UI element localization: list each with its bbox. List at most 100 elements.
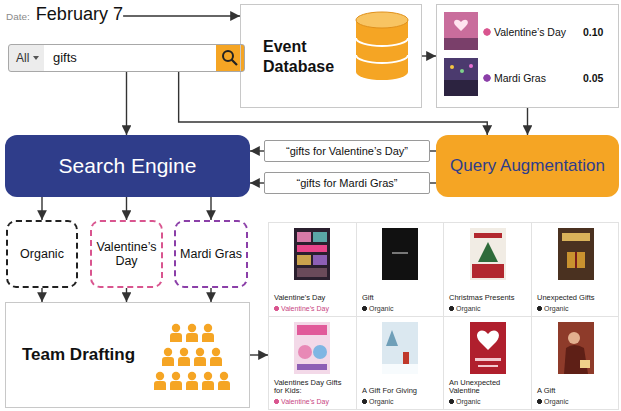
- result-title: An Unexpected Valentine: [449, 379, 527, 396]
- cover-ground: [470, 322, 506, 374]
- stream-name: Valentine’s Day: [95, 240, 158, 268]
- cover-ground: [294, 322, 330, 374]
- search-bar: All gifts: [8, 44, 245, 72]
- book-cover: [382, 322, 418, 374]
- cover-figure: [403, 352, 409, 364]
- result-card: GiftOrganic: [357, 223, 444, 317]
- cover-title-mark: [392, 252, 408, 254]
- cover-gift-box: [567, 252, 585, 268]
- result-title: Valentines Day Gifts for Kids:: [274, 379, 352, 396]
- flow-arrow: [527, 108, 528, 135]
- result-card: A Gift For GivingOrganic: [357, 317, 444, 410]
- result-stream: Organic: [6, 220, 78, 288]
- event-thumbnail: [444, 58, 478, 96]
- database-band: [356, 38, 408, 46]
- result-stream: Mardi Gras: [174, 220, 248, 288]
- cover-ground: [470, 228, 506, 280]
- cover-title-strip: [297, 245, 327, 252]
- result-card: Valentines Day Gifts for Kids:Valentine’…: [269, 317, 357, 410]
- cover-title-strip: [562, 233, 590, 241]
- flow-arrow: [210, 288, 211, 302]
- crowd-icon: [154, 324, 230, 390]
- person: [170, 372, 182, 390]
- thumbnail-bench: [444, 38, 478, 50]
- book-cover: [294, 322, 330, 374]
- flow-arrow: [41, 197, 42, 220]
- cover-photo: [297, 255, 311, 265]
- flow-arrow: [422, 55, 436, 56]
- result-title: Christmas Presents: [449, 294, 527, 303]
- stream-name: Organic: [20, 247, 64, 261]
- person: [178, 348, 190, 366]
- cover-tree: [386, 330, 398, 346]
- source-tag: Organic: [537, 304, 614, 313]
- result-title: Unexpected Gifts: [537, 294, 614, 303]
- cover-author-mark: [478, 365, 498, 367]
- augmented-query: “gifts for Mardi Gras”: [297, 177, 398, 189]
- book-cover: [294, 228, 330, 280]
- cover-ground: [558, 228, 594, 280]
- database-icon: [356, 12, 408, 80]
- query-box: “gifts for Mardi Gras”: [264, 172, 430, 194]
- cover-title-mark: [475, 358, 501, 361]
- result-title: A Gift: [537, 387, 614, 396]
- cover-title-mark: [580, 360, 590, 368]
- event-score: 0.05: [583, 72, 603, 84]
- flow-arrow: [126, 72, 127, 135]
- cover-heart: [477, 330, 499, 350]
- result-card: An Unexpected ValentineOrganic: [444, 317, 532, 410]
- cover-tree: [478, 242, 498, 262]
- thumbnail-ground: [444, 58, 478, 96]
- stream-name: Mardi Gras: [180, 247, 242, 261]
- book-cover: [558, 228, 594, 280]
- source-tag: Organic: [449, 304, 527, 313]
- thumbnail-street: [444, 80, 478, 96]
- result-title: A Gift For Giving: [362, 387, 439, 396]
- cover-photo: [297, 232, 311, 242]
- source-tag: Valentine’s Day: [274, 397, 352, 406]
- database-box: Event Database: [240, 4, 422, 108]
- cover-owl: [298, 345, 312, 359]
- search-query: gifts: [53, 50, 77, 65]
- box-title: Team Drafting: [22, 345, 152, 365]
- source-tag: Organic: [362, 304, 439, 313]
- source-tag: Valentine’s Day: [274, 304, 352, 313]
- cover-figure-head: [568, 332, 580, 344]
- result-card: Christmas PresentsOrganic: [444, 223, 532, 317]
- book-cover: [558, 322, 594, 374]
- box-title: Query Augmentation: [450, 156, 605, 176]
- person: [186, 372, 198, 390]
- database-bottom: [356, 64, 408, 80]
- date-value: February 7: [36, 4, 123, 25]
- source-tag: Organic: [537, 397, 614, 406]
- book-cover: [470, 322, 506, 374]
- dropdown-caret: [33, 56, 39, 60]
- event-thumbnail: [444, 12, 478, 50]
- flow-arrow: [250, 150, 264, 151]
- event-name: Valentine’s Day: [483, 26, 566, 38]
- magnifier-handle: [232, 60, 238, 66]
- flow-arrow: [210, 197, 211, 220]
- result-title: Gift: [362, 294, 439, 303]
- result-grid: Valentine's DayValentine’s DayGiftOrgani…: [268, 222, 619, 410]
- flow-arrow: [123, 15, 240, 16]
- search-scope-ground: [9, 45, 44, 71]
- thumbnail-light: [469, 64, 473, 68]
- search-scope: All: [16, 51, 29, 65]
- cover-photo: [297, 268, 327, 277]
- cover-ribbon: [575, 252, 577, 268]
- person: [194, 348, 206, 366]
- cover-ground: [382, 228, 418, 280]
- flow-arrow: [250, 182, 264, 183]
- person: [210, 348, 222, 366]
- search-engine: Search Engine: [5, 135, 250, 197]
- flow-arrow: [179, 72, 488, 135]
- book-cover: [382, 228, 418, 280]
- thumbnail-light: [460, 69, 464, 73]
- box-title: Search Engine: [59, 154, 197, 178]
- cover-ground: [294, 228, 330, 280]
- flow-arrow: [126, 197, 127, 220]
- cover-owl: [313, 345, 327, 359]
- cover-photo: [313, 232, 327, 242]
